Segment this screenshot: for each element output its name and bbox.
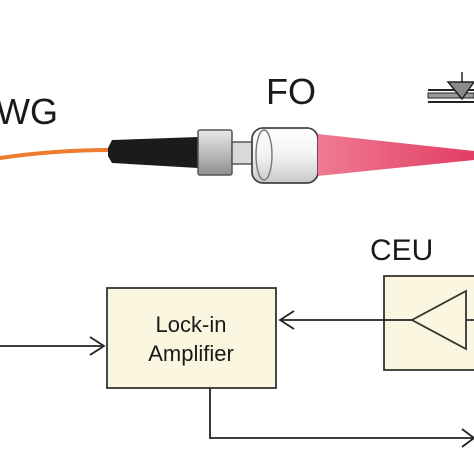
mirror-icon xyxy=(427,72,474,103)
ceu-to-lockin-arrow xyxy=(278,310,412,330)
lockin-label-line2: Amplifier xyxy=(148,341,234,366)
lockin-output-arrow xyxy=(209,388,474,448)
lockin-amplifier-box xyxy=(106,287,277,389)
lockin-label-line1: Lock-in xyxy=(156,312,227,337)
awg-label: WG xyxy=(0,91,58,132)
input-to-lockin-arrow xyxy=(0,336,106,356)
fiber-ferrule xyxy=(108,137,198,168)
ceu-label: CEU xyxy=(370,234,433,267)
fiber-connector xyxy=(197,129,233,176)
light-beam xyxy=(318,134,474,176)
collimator-rim xyxy=(255,129,273,181)
optical-fiber xyxy=(0,148,112,160)
amplifier-triangle-icon xyxy=(410,289,474,351)
fo-label: FO xyxy=(266,71,316,112)
fiber-optic-collimator xyxy=(251,127,319,184)
